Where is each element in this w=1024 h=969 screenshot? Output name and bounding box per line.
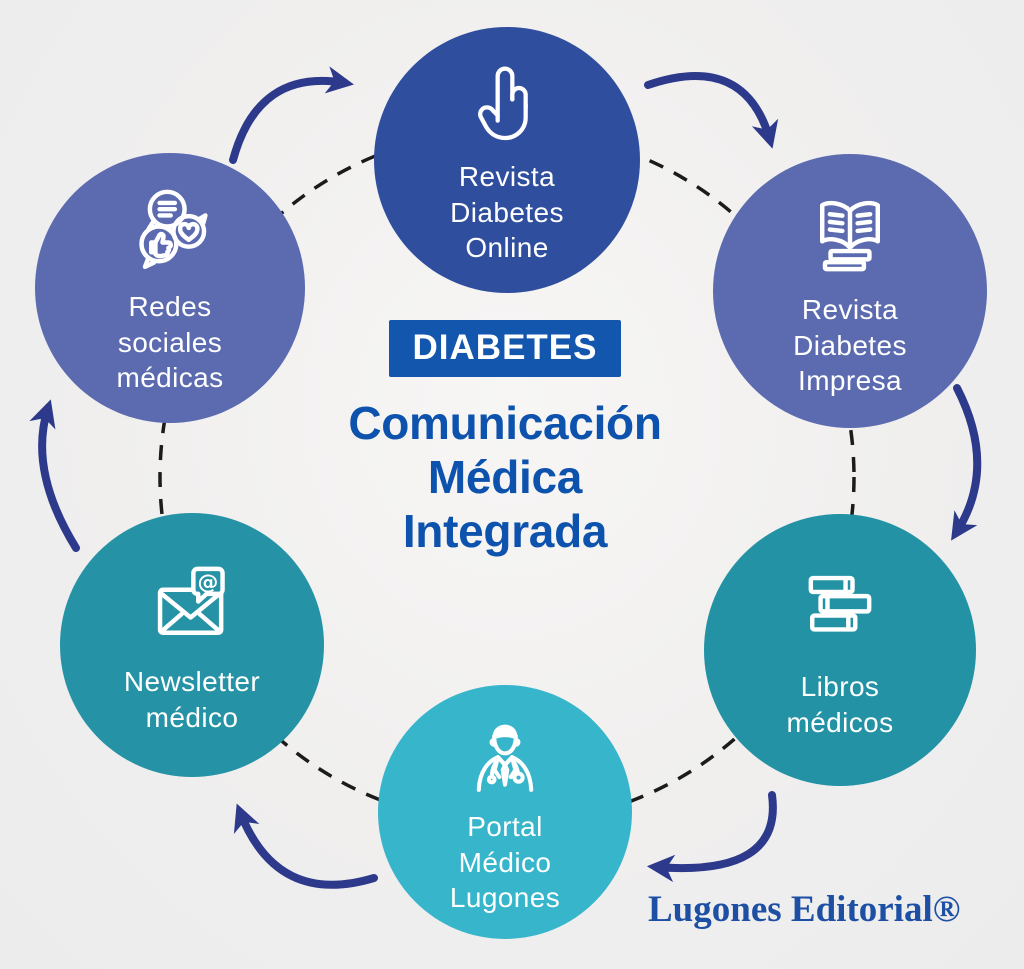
node-label: Libros médicos <box>786 670 894 738</box>
node-portal-medico-lugones: Portal Médico Lugones <box>378 685 632 939</box>
arrow-redes-to-online <box>229 66 354 164</box>
brand-logo: Lugones Editorial® <box>648 889 961 930</box>
node-revista-diabetes-impresa: Revista Diabetes Impresa <box>713 154 987 428</box>
hand-click-icon <box>459 54 555 150</box>
node-label: Redes sociales médicas <box>116 291 224 394</box>
arrow-newsletter-to-redes <box>29 399 80 552</box>
envelope-at-icon: @ <box>142 555 242 655</box>
diabetes-logo: DIABETES <box>388 320 622 377</box>
node-label: Revista Diabetes Online <box>450 161 564 264</box>
diagram-title: Comunicación Médica Integrada <box>348 397 662 557</box>
node-label: Newsletter médico <box>123 665 261 733</box>
book-stack-icon <box>790 560 890 660</box>
doctor-icon <box>459 708 551 800</box>
arrow-impresa-to-libros <box>951 384 982 541</box>
svg-text:@: @ <box>198 570 219 594</box>
node-label: Revista Diabetes Impresa <box>793 294 907 397</box>
node-label: Portal Médico Lugones <box>449 811 561 914</box>
open-book-icon <box>800 183 900 283</box>
node-redes-sociales-medicas: Redes sociales médicas <box>35 153 305 423</box>
node-libros-medicos: Libros médicos <box>704 514 976 786</box>
arrow-portal-to-newsletter <box>233 803 378 889</box>
arrow-online-to-impresa <box>644 72 779 149</box>
arrow-libros-to-portal <box>646 791 777 883</box>
social-bubbles-icon <box>120 180 220 280</box>
center-block: DIABETES Comunicación Médica Integrada <box>275 320 735 558</box>
node-revista-diabetes-online: Revista Diabetes Online <box>374 27 640 293</box>
